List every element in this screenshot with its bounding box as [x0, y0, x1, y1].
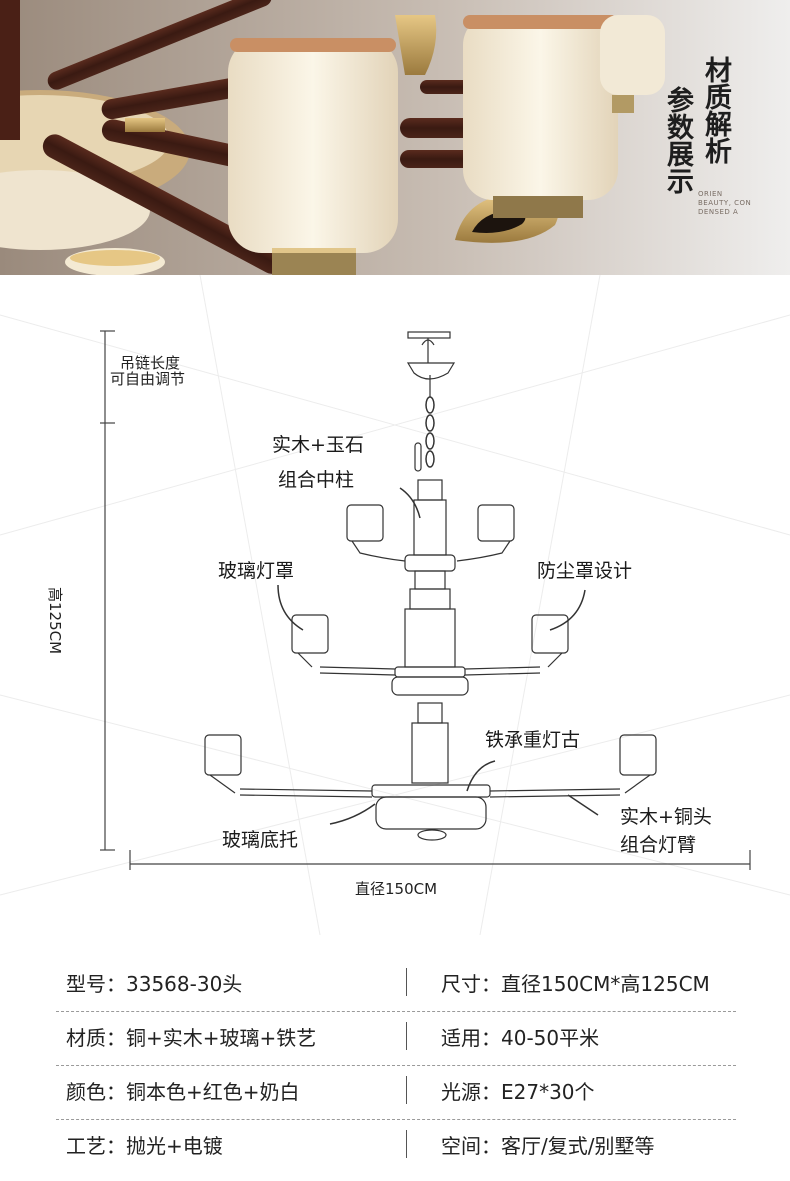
dimension-diagram: 吊链长度 可自由调节 高125CM 直径150CM 实木+玉石 组合中柱 玻璃灯…	[0, 274, 790, 936]
spec-material: 材质：铜+实木+玻璃+铁艺	[66, 1026, 317, 1050]
hero-photo: 材质解析 参数展示 ORIEN BEAUTY, CON DENSED A	[0, 0, 790, 275]
hero-small-line: BEAUTY, CON	[698, 199, 752, 207]
callout-iron-ring: 铁承重灯古	[485, 729, 581, 751]
spec-space: 空间：客厅/复式/别墅等	[441, 1134, 655, 1158]
hero-small-caption: ORIEN BEAUTY, CON DENSED A	[698, 190, 751, 217]
spec-table: 型号：33568-30头 尺寸：直径150CM*高125CM 材质：铜+实木+玻…	[56, 958, 736, 1173]
chandelier-photo	[0, 0, 790, 275]
spec-size: 尺寸：直径150CM*高125CM	[441, 972, 710, 996]
callout-arm-line1: 实木+铜头	[620, 806, 712, 828]
height-label: 高125CM	[46, 586, 65, 655]
chain-length-line1: 吊链长度	[120, 354, 181, 372]
hero-title-col1: 材质解析	[700, 56, 731, 164]
spec-row: 材质：铜+实木+玻璃+铁艺 适用：40-50平米	[56, 1012, 736, 1066]
hero-title-col2: 参数展示	[662, 86, 693, 194]
chain-length-line2: 可自由调节	[110, 370, 186, 388]
spec-row: 工艺：抛光+电镀 空间：客厅/复式/别墅等	[56, 1120, 736, 1173]
spec-row: 型号：33568-30头 尺寸：直径150CM*高125CM	[56, 958, 736, 1012]
callout-arm-line2: 组合灯臂	[620, 834, 697, 856]
hero-small-line: DENSED A	[698, 208, 739, 216]
spec-light-source: 光源：E27*30个	[441, 1080, 595, 1104]
spec-model: 型号：33568-30头	[66, 972, 243, 996]
column-divider	[406, 968, 407, 996]
spec-craft: 工艺：抛光+电镀	[66, 1134, 223, 1158]
spec-area: 适用：40-50平米	[441, 1026, 600, 1050]
callout-column-line1: 实木+玉石	[272, 434, 364, 456]
chandelier-line-drawing	[0, 274, 790, 936]
spec-row: 颜色：铜本色+红色+奶白 光源：E27*30个	[56, 1066, 736, 1120]
callout-dust-cover: 防尘罩设计	[537, 560, 633, 582]
column-divider	[406, 1076, 407, 1104]
callout-glass-tray: 玻璃底托	[222, 829, 299, 851]
diameter-label: 直径150CM	[355, 880, 438, 898]
column-divider	[406, 1130, 407, 1158]
chain-length-label: 吊链长度 可自由调节	[110, 355, 185, 387]
callout-glass-shade: 玻璃灯罩	[218, 560, 295, 582]
column-divider	[406, 1022, 407, 1050]
spec-color: 颜色：铜本色+红色+奶白	[66, 1080, 300, 1104]
callout-column-line2: 组合中柱	[278, 469, 355, 491]
hero-small-line: ORIEN	[698, 190, 723, 198]
